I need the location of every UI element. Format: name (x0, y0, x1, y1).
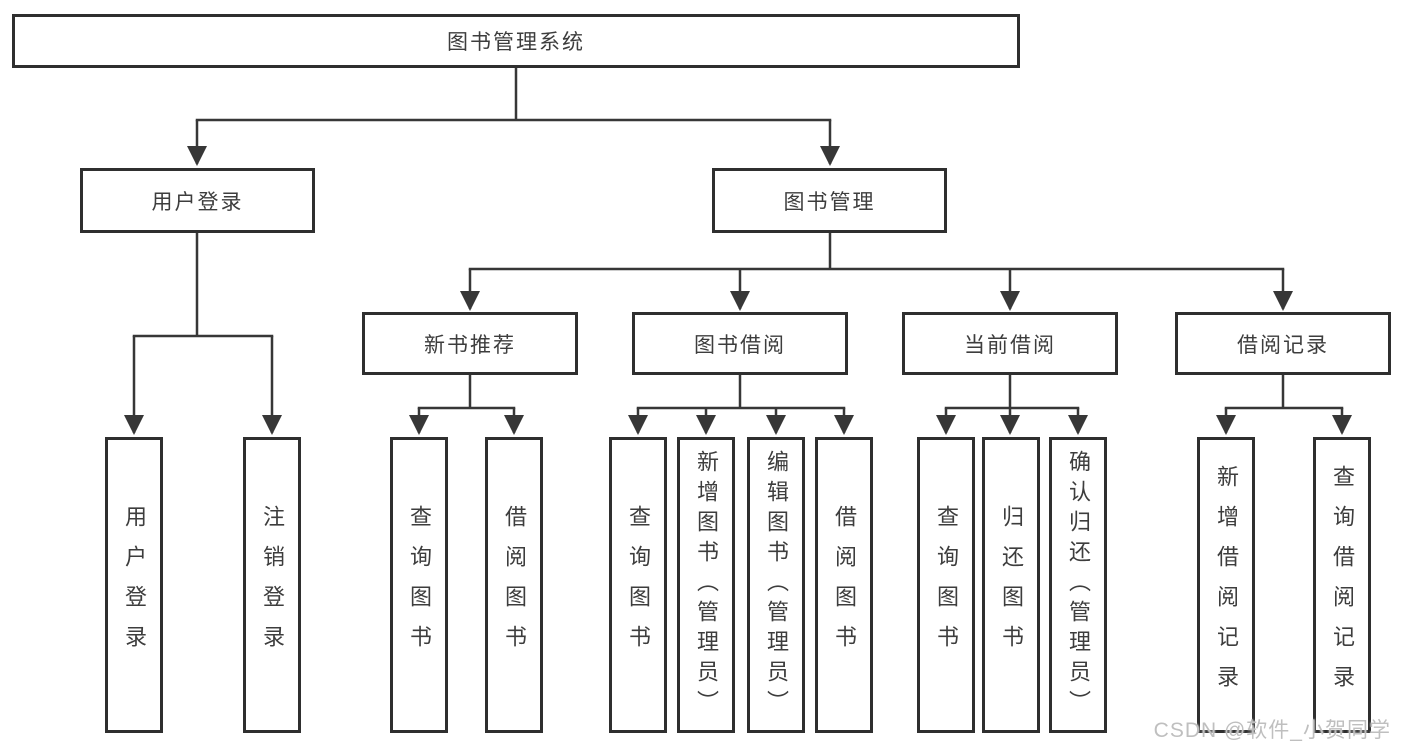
node-borrowing-records: 借阅记录 (1175, 312, 1391, 375)
connector-borrow-record-children (1216, 375, 1352, 435)
leaf-label: 新增图书（管理员） (694, 450, 719, 720)
leaf-label: 新增借阅记录 (1214, 465, 1239, 705)
connector-new-book-children (409, 375, 524, 435)
node-leaf-query-books-1: 查询图书 (390, 437, 448, 733)
leaf-label: 归还图书 (999, 505, 1024, 665)
connector-user-login-children (124, 233, 282, 435)
leaf-label: 注销登录 (260, 505, 285, 665)
leaf-label: 用户登录 (122, 505, 147, 665)
node-leaf-query-books-2: 查询图书 (609, 437, 667, 733)
leaf-label: 借阅图书 (832, 505, 857, 665)
node-user-login: 用户登录 (80, 168, 315, 233)
connector-book-mgmt-children (460, 233, 1293, 311)
leaf-label: 查询图书 (934, 505, 959, 665)
node-leaf-edit-books-admin: 编辑图书（管理员） (747, 437, 805, 733)
connector-root-to-level2 (187, 68, 840, 166)
node-leaf-return-books: 归还图书 (982, 437, 1040, 733)
node-leaf-query-books-3: 查询图书 (917, 437, 975, 733)
connector-current-borrow-children (936, 375, 1088, 435)
node-book-management: 图书管理 (712, 168, 947, 233)
leaf-label: 查询图书 (626, 505, 651, 665)
node-leaf-add-borrow-record: 新增借阅记录 (1197, 437, 1255, 733)
node-current-borrowing: 当前借阅 (902, 312, 1118, 375)
node-leaf-add-books-admin: 新增图书（管理员） (677, 437, 735, 733)
leaf-label: 查询图书 (407, 505, 432, 665)
leaf-label: 查询借阅记录 (1330, 465, 1355, 705)
node-leaf-user-login: 用户登录 (105, 437, 163, 733)
leaf-label: 编辑图书（管理员） (764, 450, 789, 720)
node-leaf-logout: 注销登录 (243, 437, 301, 733)
node-leaf-borrow-books-1: 借阅图书 (485, 437, 543, 733)
node-leaf-borrow-books-2: 借阅图书 (815, 437, 873, 733)
connector-book-borrow-children (628, 375, 854, 435)
leaf-label: 确认归还（管理员） (1066, 450, 1091, 720)
node-leaf-confirm-return-admin: 确认归还（管理员） (1049, 437, 1107, 733)
node-library-management-system: 图书管理系统 (12, 14, 1020, 68)
node-new-book-recommendation: 新书推荐 (362, 312, 578, 375)
node-book-borrowing: 图书借阅 (632, 312, 848, 375)
node-leaf-query-borrow-record: 查询借阅记录 (1313, 437, 1371, 733)
leaf-label: 借阅图书 (502, 505, 527, 665)
csdn-watermark: CSDN @软件_小贺同学 (1153, 719, 1391, 742)
